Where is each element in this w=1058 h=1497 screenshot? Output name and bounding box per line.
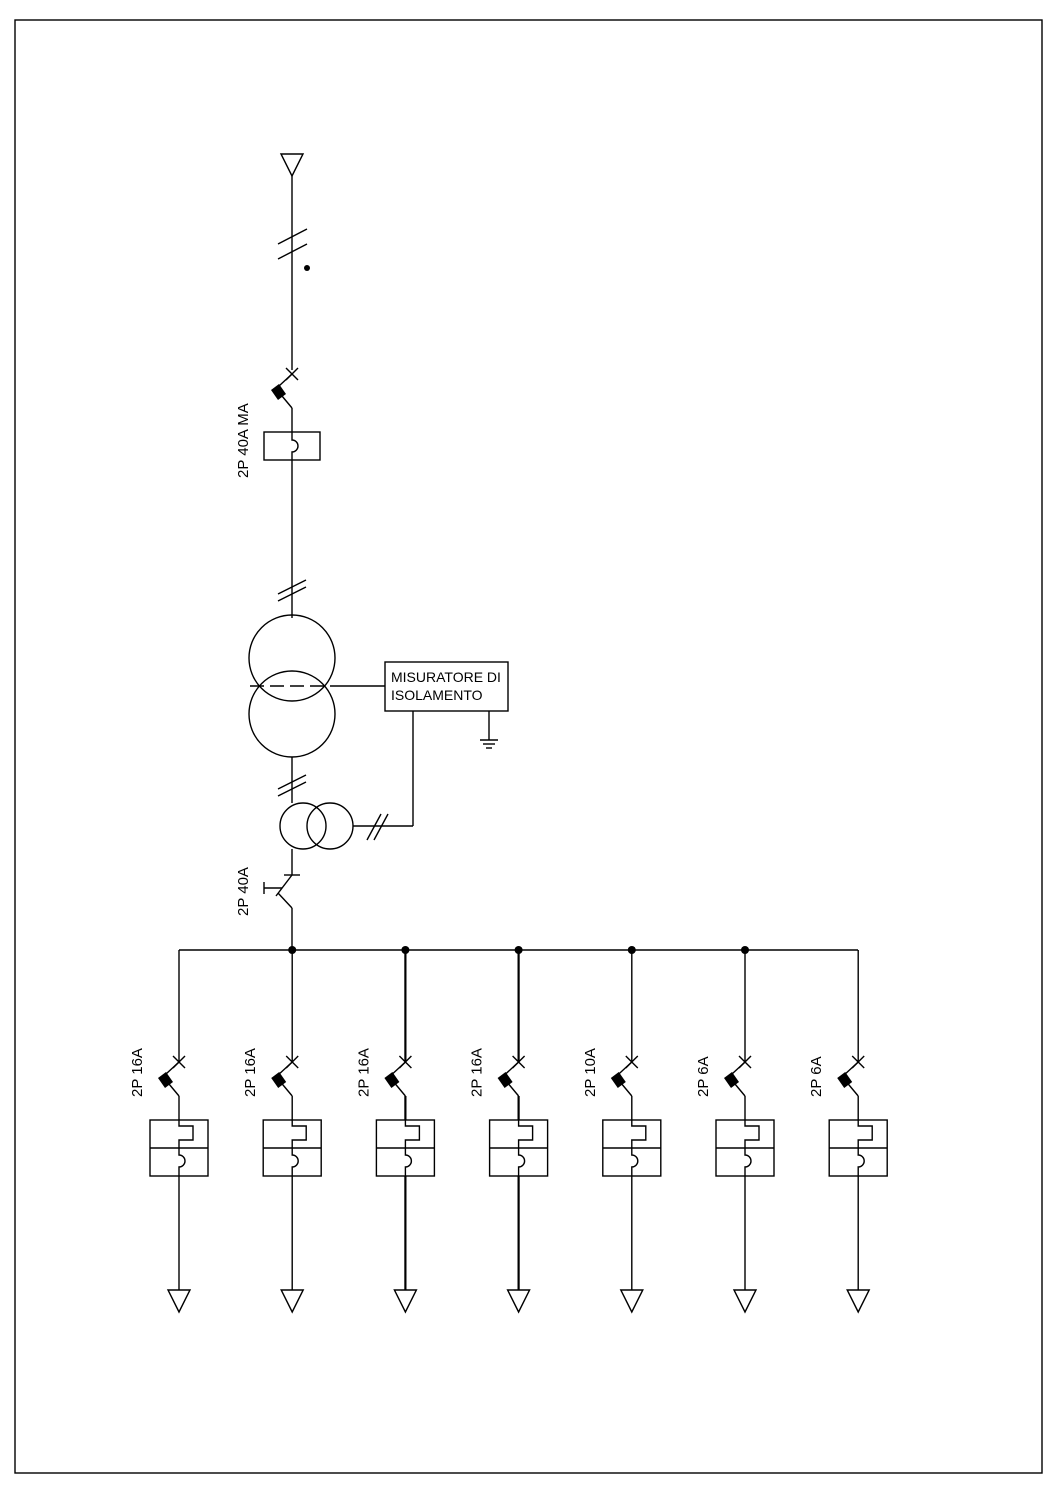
breaker-contact	[734, 1083, 746, 1097]
monitor-label-line2: ISOLAMENTO	[391, 687, 483, 703]
monitor-label-line1: MISURATORE DI	[391, 669, 501, 685]
feeder-circuit: 2P 10A	[582, 946, 662, 1314]
feeders: 2P 16A 2P 16A 2P 16A 2P 16A 2P 10A 2P 6A 2P 6A	[129, 946, 888, 1314]
feeder-label: 2P 16A	[129, 1048, 146, 1097]
load-terminal	[166, 1289, 192, 1314]
breaker-contact	[394, 1083, 406, 1097]
breaker-contact	[731, 1061, 746, 1075]
magnetic-element	[178, 1148, 186, 1176]
transformer-output-marks	[277, 774, 307, 797]
breaker-contact	[621, 1083, 633, 1097]
breaker-contact	[391, 1061, 406, 1075]
breaker-contact	[844, 1061, 859, 1075]
breaker-contact	[165, 1061, 180, 1075]
feeder-label: 2P 10A	[582, 1048, 599, 1097]
feeder-circuit: 2P 16A	[242, 946, 322, 1314]
feeder-label: 2P 6A	[808, 1056, 825, 1097]
ground-icon	[480, 711, 498, 749]
thermal-element	[404, 1120, 421, 1148]
feeder-label: 2P 6A	[695, 1056, 712, 1097]
load-terminal	[393, 1289, 418, 1314]
load-terminal	[506, 1289, 531, 1314]
magnetic-element	[291, 1148, 299, 1176]
thermal-element	[631, 1120, 647, 1148]
breaker-contact	[278, 1061, 293, 1075]
main-breaker	[271, 367, 299, 432]
feeder-circuit: 2P 16A	[129, 950, 209, 1314]
main-breaker-label: 2P 40A MA	[235, 403, 252, 478]
supply-terminal	[279, 153, 305, 178]
magnetic-element	[857, 1148, 865, 1176]
thermal-element	[178, 1120, 194, 1148]
breaker-contact	[168, 1083, 180, 1097]
magnetic-element	[744, 1148, 752, 1176]
load-terminal	[280, 1289, 305, 1314]
feeder-label: 2P 16A	[355, 1048, 372, 1097]
breaker-contact	[847, 1083, 859, 1097]
breaker-contact	[508, 1083, 520, 1097]
load-terminal	[732, 1289, 758, 1314]
load-terminal	[846, 1289, 871, 1314]
current-transformer	[279, 711, 414, 850]
load-terminal	[619, 1289, 644, 1314]
drawing-frame	[14, 19, 1043, 1474]
feeder-circuit: 2P 16A	[469, 946, 549, 1314]
thermal-element	[744, 1120, 760, 1148]
two-pole-marks	[277, 228, 310, 271]
insulation-monitor	[384, 661, 509, 712]
thermal-element	[857, 1120, 873, 1148]
feeder-circuit: 2P 6A	[808, 950, 888, 1314]
transformer-input-marks	[277, 579, 307, 602]
breaker-contact	[281, 1083, 293, 1097]
feeder-circuit: 2P 6A	[695, 946, 775, 1314]
magnetic-element	[517, 1148, 526, 1176]
isolation-switch	[263, 874, 300, 950]
breaker-contact	[505, 1061, 520, 1075]
isolation-switch-label: 2P 40A	[235, 867, 252, 916]
isolation-transformer	[248, 614, 385, 758]
feeder-label: 2P 16A	[242, 1048, 259, 1097]
feeder-label: 2P 16A	[469, 1048, 486, 1097]
thermal-element	[517, 1120, 534, 1148]
main-protection-box	[263, 431, 321, 461]
thermal-element	[291, 1120, 307, 1148]
breaker-contact	[618, 1061, 633, 1075]
feeder-circuit: 2P 16A	[355, 946, 436, 1314]
magnetic-element	[631, 1148, 639, 1176]
magnetic-element	[404, 1148, 413, 1176]
